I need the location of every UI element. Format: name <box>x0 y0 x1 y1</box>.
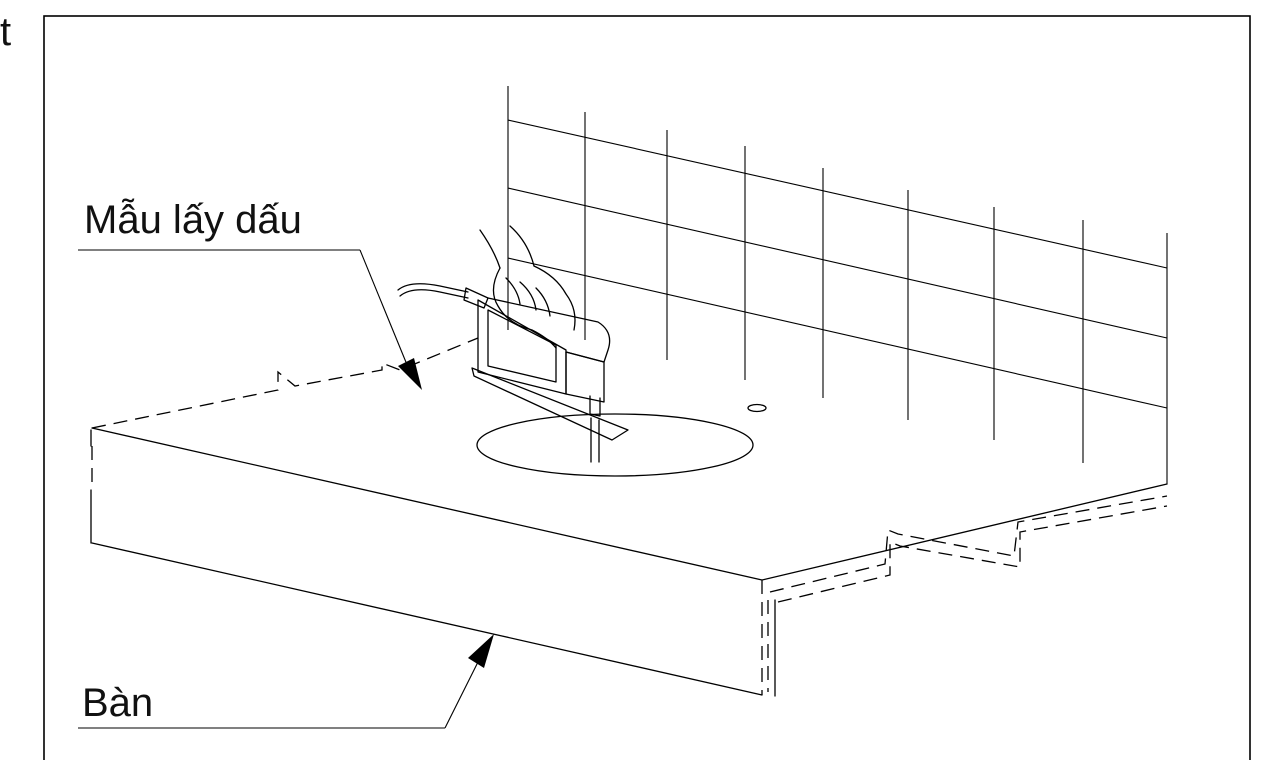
faucet-hole <box>747 403 767 413</box>
template-outline <box>91 337 1168 695</box>
wall-tiles <box>507 86 1168 484</box>
sink-cutout <box>476 403 767 477</box>
table-label: Bàn <box>82 681 154 725</box>
diagram-frame <box>43 15 1251 760</box>
cropped-edge-text: t <box>0 10 12 54</box>
template-arrowhead <box>398 358 422 390</box>
jigsaw-tool <box>397 225 629 463</box>
template-leader <box>78 249 422 390</box>
table-leader <box>78 634 494 729</box>
countertop <box>90 427 1168 697</box>
template-label: Mẫu lấy dấu <box>84 198 302 242</box>
table-arrowhead <box>468 634 494 668</box>
